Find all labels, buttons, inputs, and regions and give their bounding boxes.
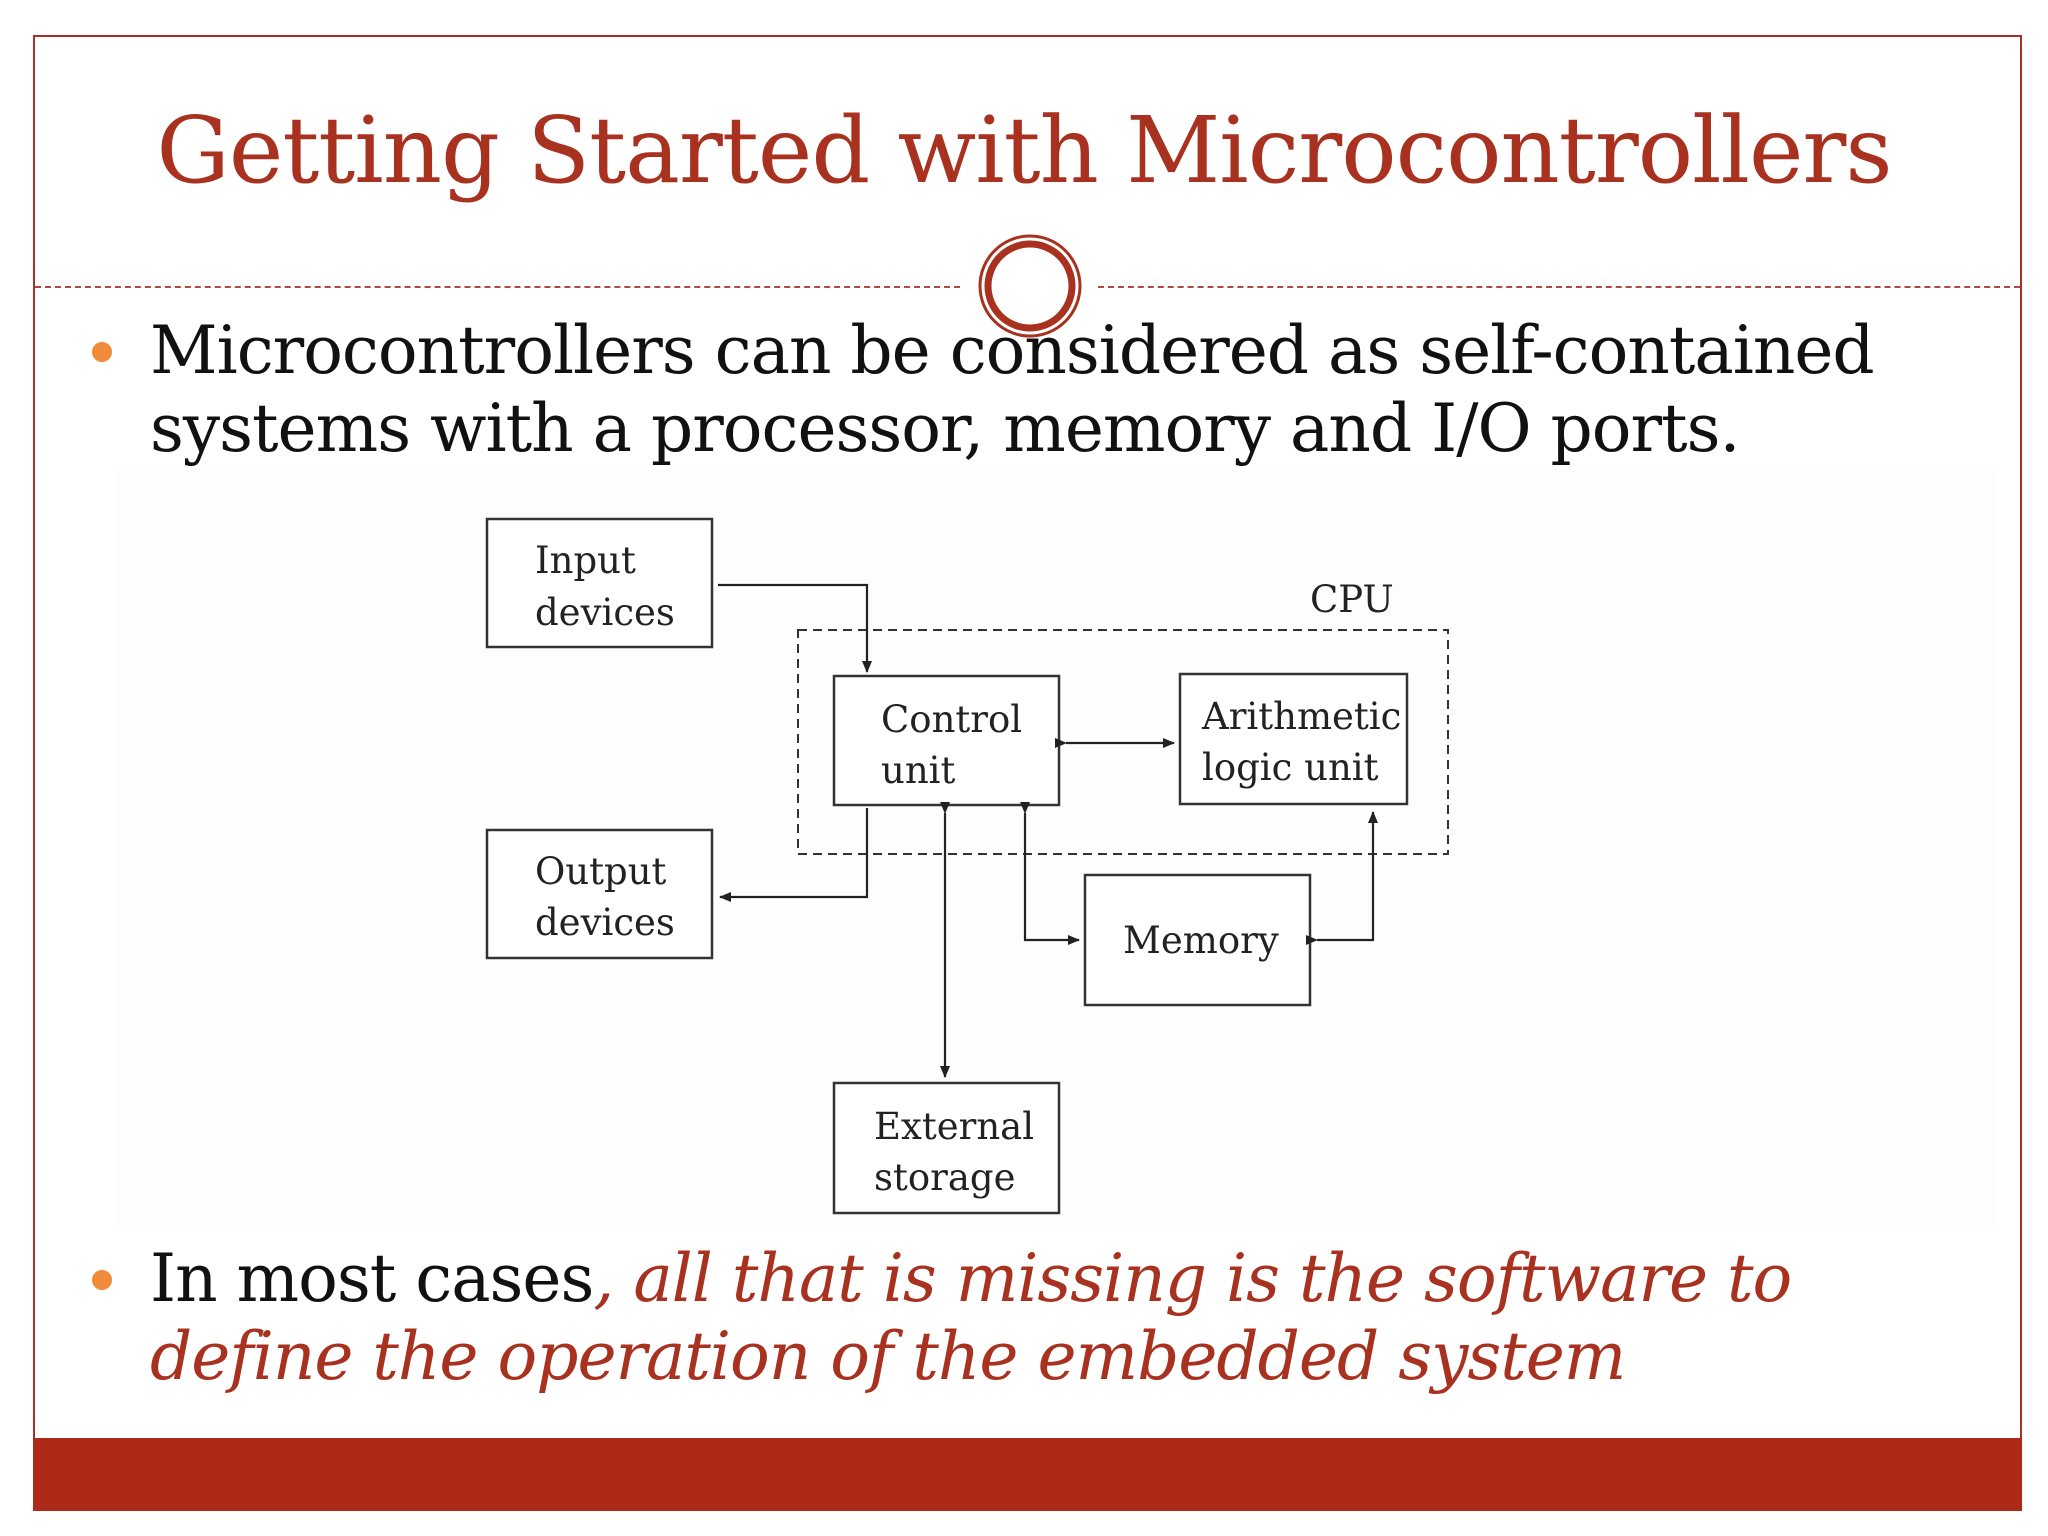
control-unit-label-line2: unit bbox=[881, 749, 955, 792]
output-devices-label-line2: devices bbox=[535, 901, 675, 944]
control-unit-box bbox=[832, 674, 1061, 807]
cpu-label: CPU bbox=[1310, 578, 1394, 621]
bullet-text-2-plain: In most cases bbox=[150, 1240, 594, 1317]
slide-title: Getting Started with Microcontrollers bbox=[156, 97, 1892, 204]
control-unit-label-line1: Control bbox=[881, 698, 1022, 741]
footer-bar bbox=[33, 1438, 2022, 1511]
external-storage-box bbox=[832, 1081, 1061, 1215]
title-divider-left bbox=[35, 286, 960, 288]
bullet-item-2: In most cases, all that is missing is th… bbox=[92, 1240, 1972, 1400]
arrow-input-to-control bbox=[718, 583, 872, 673]
output-devices-label-line1: Output bbox=[535, 850, 667, 893]
alu-box bbox=[1178, 672, 1409, 806]
input-devices-label-line1: Input bbox=[535, 539, 636, 582]
alu-label-line2: logic unit bbox=[1202, 746, 1379, 789]
bullet-text-2-emphasis: , all that is missing is the software to… bbox=[150, 1240, 1792, 1395]
title-divider-right bbox=[1098, 286, 2020, 288]
cpu-boundary bbox=[797, 629, 1449, 855]
bullet-text-1: Microcontrollers can be considered as se… bbox=[150, 312, 1875, 467]
external-storage-label-line2: storage bbox=[874, 1156, 1015, 1199]
alu-label-line1: Arithmetic bbox=[1201, 695, 1401, 738]
bullet-dot-icon bbox=[92, 342, 112, 362]
microcontroller-block-diagram: CPU Input devices Control unit Arithmeti… bbox=[485, 517, 1449, 1215]
circle-ornament-icon bbox=[978, 234, 1082, 338]
arrow-memory-alu bbox=[1306, 811, 1378, 945]
arrow-control-to-output bbox=[719, 808, 869, 902]
input-devices-box bbox=[485, 517, 714, 649]
external-storage-label-line1: External bbox=[874, 1105, 1034, 1148]
diagram-area: CPU Input devices Control unit Arithmeti… bbox=[115, 470, 1995, 1230]
bullet-dot-icon bbox=[92, 1270, 112, 1290]
memory-box bbox=[1083, 873, 1312, 1007]
input-devices-label-line2: devices bbox=[535, 591, 675, 634]
bullet-text-2: In most cases, all that is missing is th… bbox=[150, 1240, 1980, 1396]
memory-label: Memory bbox=[1123, 919, 1279, 962]
output-devices-box bbox=[485, 828, 714, 960]
bullet-item-1: Microcontrollers can be considered as se… bbox=[92, 312, 1972, 472]
arrow-control-memory bbox=[1020, 802, 1080, 945]
